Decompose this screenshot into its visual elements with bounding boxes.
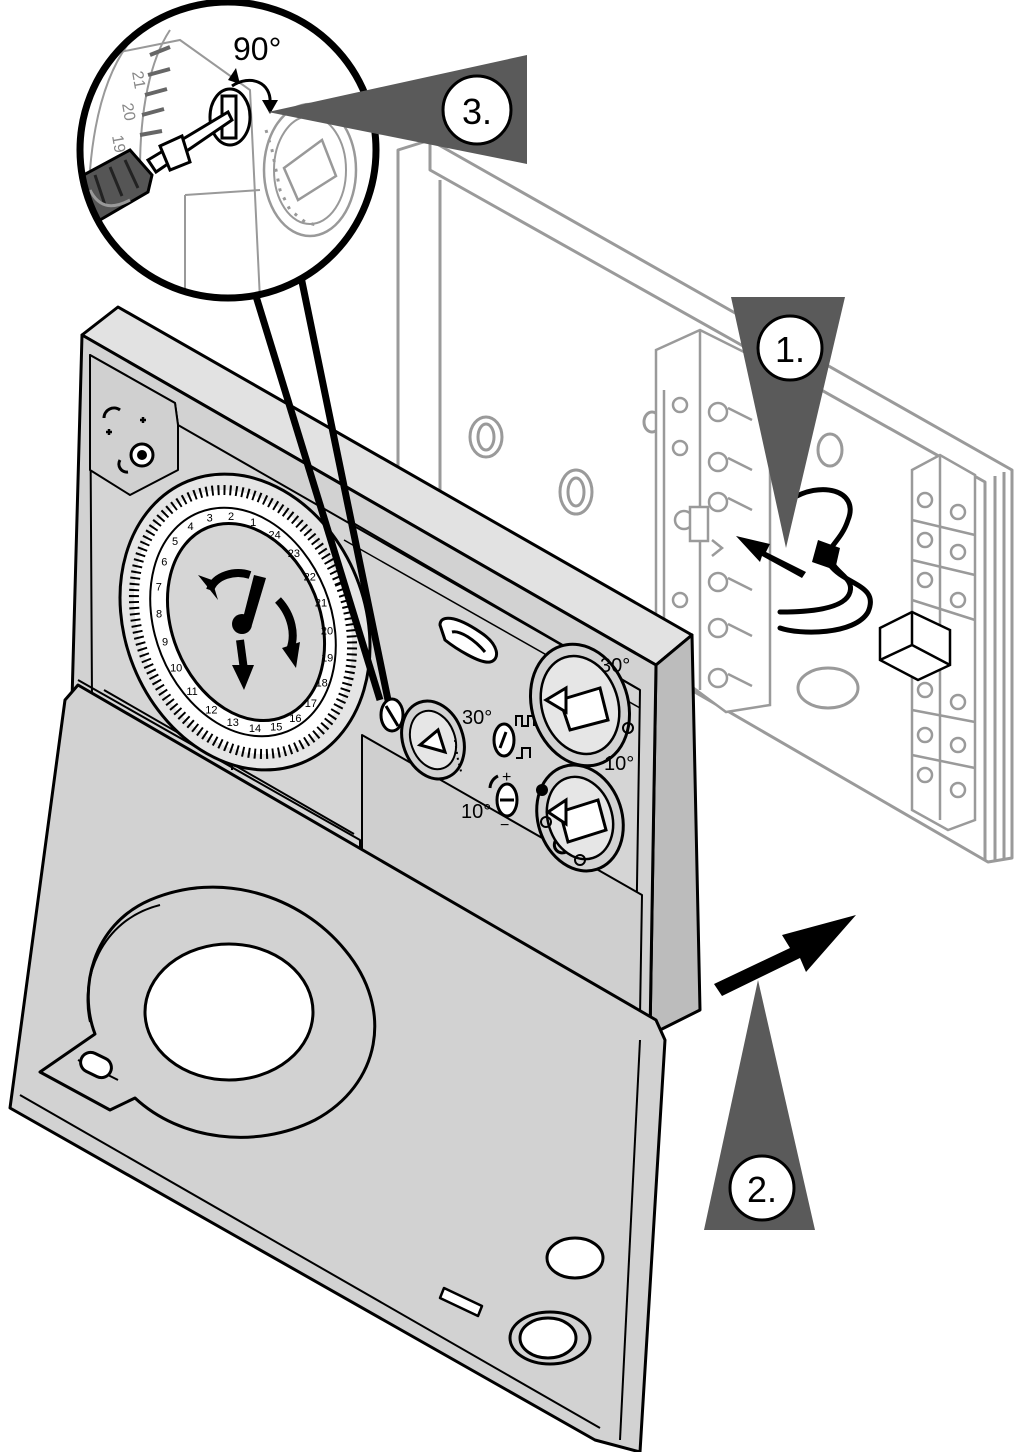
clock-icon: [536, 784, 548, 796]
sun-icon: [540, 816, 552, 828]
dial-number: 21: [315, 598, 327, 610]
knob-temp-min-label: 10°: [604, 753, 634, 775]
magnifier-leader: [251, 271, 392, 702]
push-arrow: [714, 915, 856, 996]
temperature-range-labels: 30° 10° + −: [461, 707, 511, 834]
dial-number: 10: [170, 663, 182, 675]
inset-dial-number: 20: [118, 102, 138, 123]
dial-pointer: [242, 575, 266, 625]
dial-number: 11: [186, 686, 197, 698]
moon-icon: [117, 459, 129, 474]
dial-number: 24: [268, 530, 280, 542]
snowflake-icon: [574, 854, 586, 866]
dial-number: 9: [162, 636, 168, 648]
dial-number: 4: [188, 521, 194, 533]
step-2-label: 2.: [747, 1169, 777, 1210]
connector-plug: [878, 610, 952, 682]
dial-number: 17: [305, 698, 317, 710]
step-2-marker: 2.: [704, 980, 815, 1230]
inset-dial-number: 19: [108, 134, 128, 155]
dial-number: 7: [156, 581, 162, 593]
plug-in-arrow: [736, 536, 806, 578]
knob-temp-max-label: 30°: [600, 655, 630, 677]
inset-dial-number: 21: [128, 70, 148, 91]
dial-number: 3: [207, 513, 213, 525]
adjust-knob-small[interactable]: [488, 774, 519, 818]
dial-number: 19: [321, 653, 333, 665]
dial-number: 6: [161, 557, 167, 569]
sun-icon: [622, 722, 634, 734]
dial-number: 22: [304, 571, 316, 583]
temp-min-label: 10°: [461, 801, 491, 823]
minus-sign: −: [500, 817, 509, 834]
terminal-block-left: [654, 328, 772, 714]
cable-plug: [812, 540, 840, 570]
step-1-marker: 1.: [731, 297, 845, 548]
dial-number: 15: [270, 722, 282, 734]
plus-sign: +: [502, 769, 511, 786]
indicator-lamp: [438, 616, 499, 664]
operating-mode-knob[interactable]: [523, 754, 636, 883]
front-cover: [8, 683, 667, 1452]
sun-icon: [140, 417, 146, 423]
curved-arrow-icon: [102, 406, 121, 419]
rotate-90-arrow-icon: [231, 78, 272, 105]
dial-number: 20: [321, 626, 333, 638]
dial-number: 16: [289, 713, 301, 725]
dial-number: 18: [316, 677, 328, 689]
dial-number: 12: [205, 705, 217, 717]
panel-screw[interactable]: [379, 697, 405, 733]
dial-number: 23: [288, 548, 300, 560]
single-pulse-icon: [516, 747, 531, 759]
temperature-knob[interactable]: 30° 10°: [515, 631, 645, 779]
moon-icon: [552, 839, 567, 855]
dial-number: 13: [227, 717, 239, 729]
step-3-label: 3.: [462, 91, 492, 132]
dial-number: 2: [228, 511, 234, 523]
dial-number: 14: [249, 723, 261, 735]
dial-number: 1: [250, 517, 256, 529]
step-3-marker: 3.: [268, 55, 527, 164]
mode-switch[interactable]: [102, 406, 155, 474]
dial-number: 5: [172, 536, 178, 548]
rotation-angle-label: 90°: [233, 31, 281, 67]
sun-icon-small: [106, 429, 112, 435]
setpoint-knob-small[interactable]: [391, 692, 475, 788]
temp-max-label: 30°: [462, 707, 492, 729]
step-1-label: 1.: [775, 329, 805, 370]
dial-number: 8: [156, 609, 162, 621]
